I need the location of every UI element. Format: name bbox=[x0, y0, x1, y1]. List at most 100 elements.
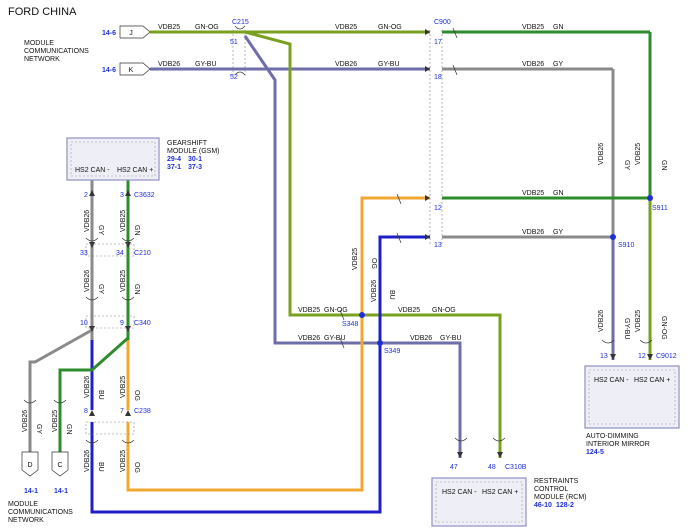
vl-vdb26-gsm2: VDB26 bbox=[84, 270, 91, 292]
wire-gy-top bbox=[150, 67, 615, 237]
connector-j-label: J bbox=[129, 30, 133, 37]
vl-gy-gsm2: GY bbox=[97, 284, 104, 294]
mcn-bottom-label-2: COMMUNICATIONS bbox=[8, 509, 73, 516]
gsm-pin-minus: HS2 CAN - bbox=[75, 167, 110, 174]
wl-gybu-6: GY-BU bbox=[440, 335, 462, 342]
wl-gnog-6: GN-OG bbox=[432, 307, 456, 314]
connector-j-icon[interactable]: J bbox=[119, 25, 151, 39]
connector-d-icon[interactable]: D bbox=[21, 451, 39, 477]
vl-vdb26-gsm3: VDB26 bbox=[84, 376, 91, 398]
vl-vdb25-gsm3: VDB25 bbox=[120, 376, 127, 398]
wl-gy-4: GY bbox=[553, 229, 563, 236]
gsm-ref-1[interactable]: 29-4 bbox=[167, 156, 181, 163]
connector-d-label: D bbox=[27, 462, 32, 469]
pin-17: 17 bbox=[434, 39, 442, 46]
mcn-top-label-1: MODULE bbox=[24, 40, 54, 47]
connector-dashes bbox=[85, 243, 135, 435]
vl-bu-gsm4: BU bbox=[97, 462, 104, 472]
mcn-bottom-page-d[interactable]: 14-1 bbox=[24, 488, 38, 495]
vl-gn-gsm2: GN bbox=[133, 284, 140, 295]
mirror-label-1: AUTO-DIMMING bbox=[586, 433, 639, 440]
wl-gy-3: GY bbox=[553, 61, 563, 68]
wl-vdb26-2: VDB26 bbox=[335, 61, 357, 68]
vl-bu: BU bbox=[388, 290, 395, 300]
pin-10: 10 bbox=[80, 320, 88, 327]
connector-c-label: C bbox=[57, 462, 62, 469]
connector-c210: C210 bbox=[134, 250, 151, 257]
connector-c215: C215 bbox=[232, 19, 249, 26]
vl-gn-mirror: GN bbox=[660, 160, 667, 171]
wl-vdb25-1: VDB25 bbox=[158, 24, 180, 31]
pin-9: 9 bbox=[120, 320, 124, 327]
mirror-pin-plus: HS2 CAN + bbox=[634, 377, 670, 384]
wl-gnog-2: GN-OG bbox=[378, 24, 402, 31]
vl-vdb25-c: VDB25 bbox=[52, 410, 59, 432]
wl-vdb25-4: VDB25 bbox=[522, 190, 544, 197]
splice-s910-dot bbox=[610, 234, 616, 240]
vl-gnog-mirror: GN-OG bbox=[660, 316, 667, 340]
gsm-pin-plus: HS2 CAN + bbox=[117, 167, 153, 174]
mcn-top-page-j[interactable]: 14-6 bbox=[102, 30, 116, 37]
connector-k-label: K bbox=[129, 67, 134, 74]
wl-gybu-2: GY-BU bbox=[378, 61, 400, 68]
wl-vdb26-4: VDB26 bbox=[522, 229, 544, 236]
wire-og bbox=[126, 196, 430, 492]
rcm-ref-2[interactable]: 128-2 bbox=[556, 502, 574, 509]
vertical-wire-labels: VDB26 GY VDB25 GN VDB26 GY-BU VDB25 GN-O… bbox=[22, 143, 667, 473]
pin-12: 12 bbox=[434, 205, 442, 212]
gsm-ref-4[interactable]: 37-3 bbox=[188, 164, 202, 171]
twist-markers bbox=[23, 25, 653, 444]
splice-s911: S911 bbox=[652, 205, 668, 212]
vl-bu-gsm3: BU bbox=[97, 390, 104, 400]
pin-18: 18 bbox=[434, 74, 442, 81]
mirror-label-2: INTERIOR MIRROR bbox=[586, 441, 650, 448]
vl-vdb26-bu: VDB26 bbox=[371, 280, 378, 302]
page-title: FORD CHINA bbox=[8, 6, 77, 18]
vl-gybu-mirror: GY-BU bbox=[623, 318, 630, 340]
vl-gy-d: GY bbox=[35, 424, 42, 434]
mcn-bottom-page-c[interactable]: 14-1 bbox=[54, 488, 68, 495]
mirror-pin-13: 13 bbox=[600, 353, 608, 360]
vl-og: OG bbox=[370, 258, 377, 269]
connector-c3632: C3632 bbox=[134, 192, 155, 199]
pin-51: 51 bbox=[230, 39, 238, 46]
wl-vdb26-1: VDB26 bbox=[158, 61, 180, 68]
vl-vdb25-gsm4: VDB25 bbox=[120, 450, 127, 472]
mirror-module: HS2 CAN - HS2 CAN + bbox=[584, 365, 680, 429]
splice-s911-dot bbox=[647, 195, 653, 201]
connector-c-icon[interactable]: C bbox=[51, 451, 69, 477]
vl-gn-gsm1: GN bbox=[133, 225, 140, 236]
connector-k-icon[interactable]: K bbox=[119, 62, 151, 76]
vl-vdb25-mirror: VDB25 bbox=[635, 143, 642, 165]
pin-2: 2 bbox=[84, 192, 88, 199]
rcm-label-3: MODULE (RCM) bbox=[534, 494, 587, 501]
rcm-ref-1[interactable]: 46-10 bbox=[534, 502, 552, 509]
vl-vdb26-gsm1: VDB26 bbox=[84, 210, 91, 232]
wire-bu bbox=[90, 235, 430, 514]
connector-c215-dashed bbox=[232, 30, 246, 78]
vl-gy-gsm1: GY bbox=[97, 225, 104, 235]
mcn-top-page-k[interactable]: 14-6 bbox=[102, 67, 116, 74]
mcn-bottom-label-1: MODULE bbox=[8, 501, 38, 508]
mirror-pin-12: 12 bbox=[638, 353, 646, 360]
gsm-ref-2[interactable]: 30-1 bbox=[188, 156, 202, 163]
gsm-ref-3[interactable]: 37-1 bbox=[167, 164, 181, 171]
mcn-top-label-3: NETWORK bbox=[24, 56, 60, 63]
rcm-module: HS2 CAN - HS2 CAN + bbox=[431, 477, 527, 527]
wl-vdb25-6: VDB25 bbox=[398, 307, 420, 314]
vl-vdb26-mirror2: VDB26 bbox=[598, 310, 605, 332]
connector-c238: C238 bbox=[134, 408, 151, 415]
wl-vdb25-3: VDB25 bbox=[522, 24, 544, 31]
vl-vdb25-mirror2: VDB25 bbox=[635, 310, 642, 332]
splice-s349: S349 bbox=[384, 348, 400, 355]
splice-s910: S910 bbox=[618, 242, 634, 249]
wl-vdb26-5: VDB26 bbox=[298, 335, 320, 342]
mcn-top-label-2: COMMUNICATIONS bbox=[24, 48, 89, 55]
mirror-ref-1[interactable]: 124-5 bbox=[586, 449, 604, 456]
wl-gn-3: GN bbox=[553, 24, 564, 31]
rcm-pin-plus: HS2 CAN + bbox=[482, 489, 518, 496]
splice-s348: S348 bbox=[342, 321, 358, 328]
vl-vdb25-og: VDB25 bbox=[352, 248, 359, 270]
pin-48: 48 bbox=[488, 464, 496, 471]
